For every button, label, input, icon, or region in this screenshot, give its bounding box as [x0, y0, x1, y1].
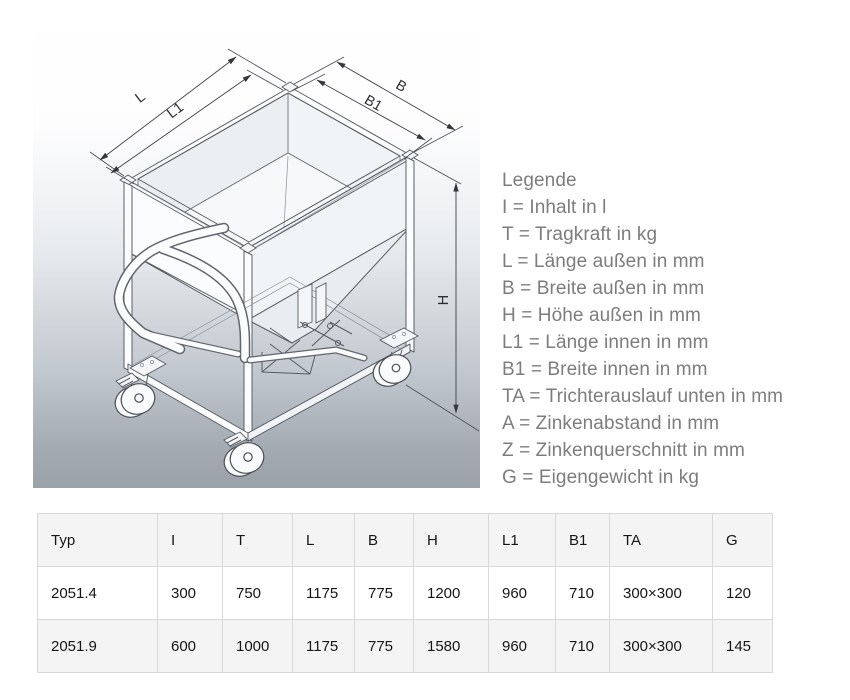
table-cell: 1000: [222, 619, 293, 673]
push-handle: [113, 222, 251, 364]
legend-item: A = Zinkenabstand in mm: [502, 413, 720, 434]
legend-item: B1 = Breite innen in mm: [502, 359, 708, 380]
table-header-cell: TA: [609, 513, 713, 567]
spec-table: Typ I T L B H L1 B1 TA G 2051.4 300 750 …: [37, 513, 773, 673]
table-cell: 2051.4: [37, 566, 158, 620]
dimension-label-L1: L1: [164, 100, 187, 122]
legend-item: TA = Trichterauslauf unten in mm: [502, 386, 784, 407]
table-cell: 145: [712, 619, 773, 673]
table-cell: 300×300: [609, 619, 713, 673]
legend-item: G = Eigengewicht in kg: [502, 467, 700, 488]
legend-title: Legende: [502, 170, 577, 191]
table-header-cell: Typ: [37, 513, 158, 567]
cart-technical-drawing: L L1 B B1 H: [33, 8, 480, 488]
table-cell: 1175: [292, 619, 355, 673]
casters: [114, 349, 412, 477]
table-cell: 750: [222, 566, 293, 620]
table-cell: 775: [354, 566, 414, 620]
table-header-cell: L: [292, 513, 355, 567]
technical-drawing-area: L L1 B B1 H: [33, 8, 480, 488]
table-cell: 120: [712, 566, 773, 620]
table-header-cell: B: [354, 513, 414, 567]
table-cell: 2051.9: [37, 619, 158, 673]
legend: Legende I = Inhalt in l T = Tragkraft in…: [502, 167, 783, 491]
table-header-row: Typ I T L B H L1 B1 TA G: [37, 513, 773, 567]
table-cell: 710: [555, 566, 610, 620]
legend-item: T = Tragkraft in kg: [502, 224, 658, 245]
caster-left: [114, 372, 156, 418]
table-header-cell: I: [157, 513, 223, 567]
legend-item: B = Breite außen in mm: [502, 278, 705, 299]
table-cell: 1580: [413, 619, 489, 673]
table-header-cell: L1: [488, 513, 556, 567]
legend-item: I = Inhalt in l: [502, 197, 607, 218]
table-row: 2051.9 600 1000 1175 775 1580 960 710 30…: [37, 619, 773, 673]
caster-front: [223, 431, 265, 477]
table-cell: 600: [157, 619, 223, 673]
table-cell: 1200: [413, 566, 489, 620]
legend-item: H = Höhe außen in mm: [502, 305, 701, 326]
table-row: 2051.4 300 750 1175 775 1200 960 710 300…: [37, 566, 773, 620]
table-cell: 710: [555, 619, 610, 673]
legend-item: Z = Zinkenquerschnitt in mm: [502, 440, 745, 461]
table-cell: 960: [488, 619, 556, 673]
table-header-cell: G: [712, 513, 773, 567]
discharge-mechanism: [246, 282, 368, 375]
legend-item: L1 = Länge innen in mm: [502, 332, 709, 353]
table-header-cell: H: [413, 513, 489, 567]
table-cell: 775: [354, 619, 414, 673]
table-header-cell: T: [222, 513, 293, 567]
legend-item: L = Länge außen in mm: [502, 251, 705, 272]
caster-right: [372, 349, 412, 387]
table-cell: 300×300: [609, 566, 713, 620]
floor-frame: [127, 276, 419, 442]
dimension-label-H: H: [436, 295, 452, 305]
table-header-cell: B1: [555, 513, 610, 567]
table-cell: 1175: [292, 566, 355, 620]
dimension-label-B1: B1: [361, 92, 384, 115]
table-cell: 300: [157, 566, 223, 620]
table-cell: 960: [488, 566, 556, 620]
